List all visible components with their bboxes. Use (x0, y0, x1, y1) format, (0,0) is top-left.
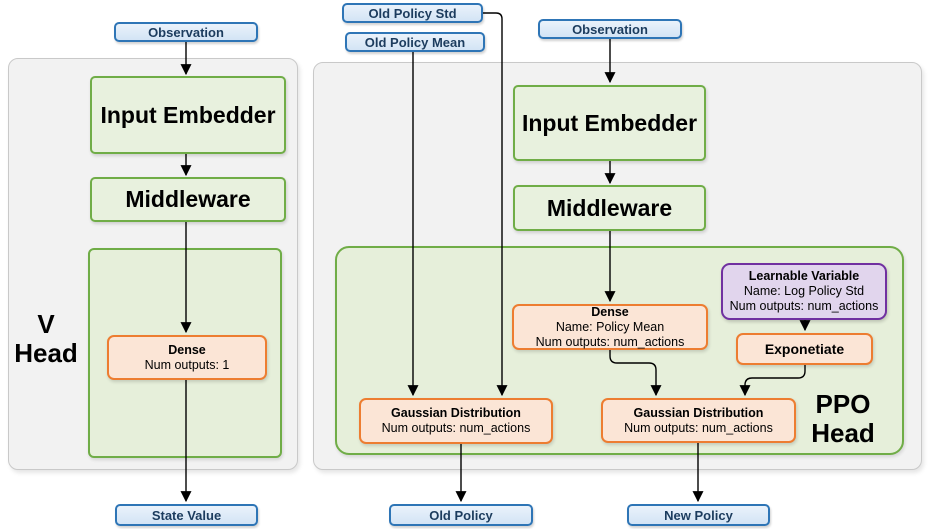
old-policy-node: Old Policy (389, 504, 533, 526)
gaussian-distribution-old-box: Gaussian Distribution Num outputs: num_a… (359, 398, 553, 444)
middleware-box-v: Middleware (90, 177, 286, 222)
old-policy-label: Old Policy (429, 507, 493, 523)
observation-label: Observation (148, 24, 224, 40)
old-policy-std-node: Old Policy Std (342, 3, 483, 23)
old-policy-mean-node: Old Policy Mean (345, 32, 485, 52)
observation-node-right: Observation (538, 19, 682, 39)
learnable-variable-title: Learnable Variable (748, 269, 860, 283)
old-policy-std-label: Old Policy Std (368, 5, 457, 21)
dense-box-v: Dense Num outputs: 1 (107, 335, 267, 380)
gaussian-num-outputs: Num outputs: num_actions (624, 420, 773, 435)
v-head-title: V Head (6, 310, 86, 368)
middleware-label: Middleware (125, 186, 251, 212)
v-head-title-line2: Head (14, 338, 78, 368)
dense-num-outputs: Num outputs: num_actions (535, 334, 685, 349)
dense-num-outputs: Num outputs: 1 (144, 357, 230, 372)
new-policy-node: New Policy (627, 504, 770, 526)
gaussian-num-outputs: Num outputs: num_actions (381, 421, 531, 435)
input-embedder-label: Input Embedder (100, 101, 276, 128)
ppo-head-title-line2: Head (811, 418, 875, 448)
new-policy-label: New Policy (664, 507, 733, 523)
observation-label: Observation (572, 21, 648, 37)
ppo-head-title-line1: PPO (815, 389, 871, 419)
gaussian-title: Gaussian Distribution (391, 406, 521, 420)
ppo-head-title: PPO Head (803, 390, 883, 448)
input-embedder-box-ppo: Input Embedder (513, 85, 706, 161)
middleware-box-ppo: Middleware (513, 185, 706, 231)
dense-title: Dense (168, 342, 206, 357)
exponetiate-title: Exponetiate (764, 341, 845, 357)
old-policy-mean-label: Old Policy Mean (364, 34, 466, 50)
learnable-variable-box: Learnable Variable Name: Log Policy Std … (721, 263, 887, 320)
dense-title: Dense (591, 304, 629, 319)
learnable-variable-name: Name: Log Policy Std (743, 284, 865, 298)
gaussian-distribution-new-box: Gaussian Distribution Num outputs: num_a… (601, 398, 796, 443)
middleware-label: Middleware (546, 194, 673, 221)
v-head-title-line1: V (37, 309, 55, 339)
learnable-variable-num-outputs: Num outputs: num_actions (729, 299, 879, 313)
gaussian-title: Gaussian Distribution (633, 405, 764, 420)
input-embedder-label: Input Embedder (521, 109, 698, 136)
state-value-node: State Value (115, 504, 258, 526)
state-value-label: State Value (151, 507, 222, 523)
observation-node-left: Observation (114, 22, 258, 42)
dense-policy-mean-box: Dense Name: Policy Mean Num outputs: num… (512, 304, 708, 350)
input-embedder-box-v: Input Embedder (90, 76, 286, 154)
exponetiate-box: Exponetiate (736, 333, 873, 365)
dense-name: Name: Policy Mean (555, 319, 665, 334)
